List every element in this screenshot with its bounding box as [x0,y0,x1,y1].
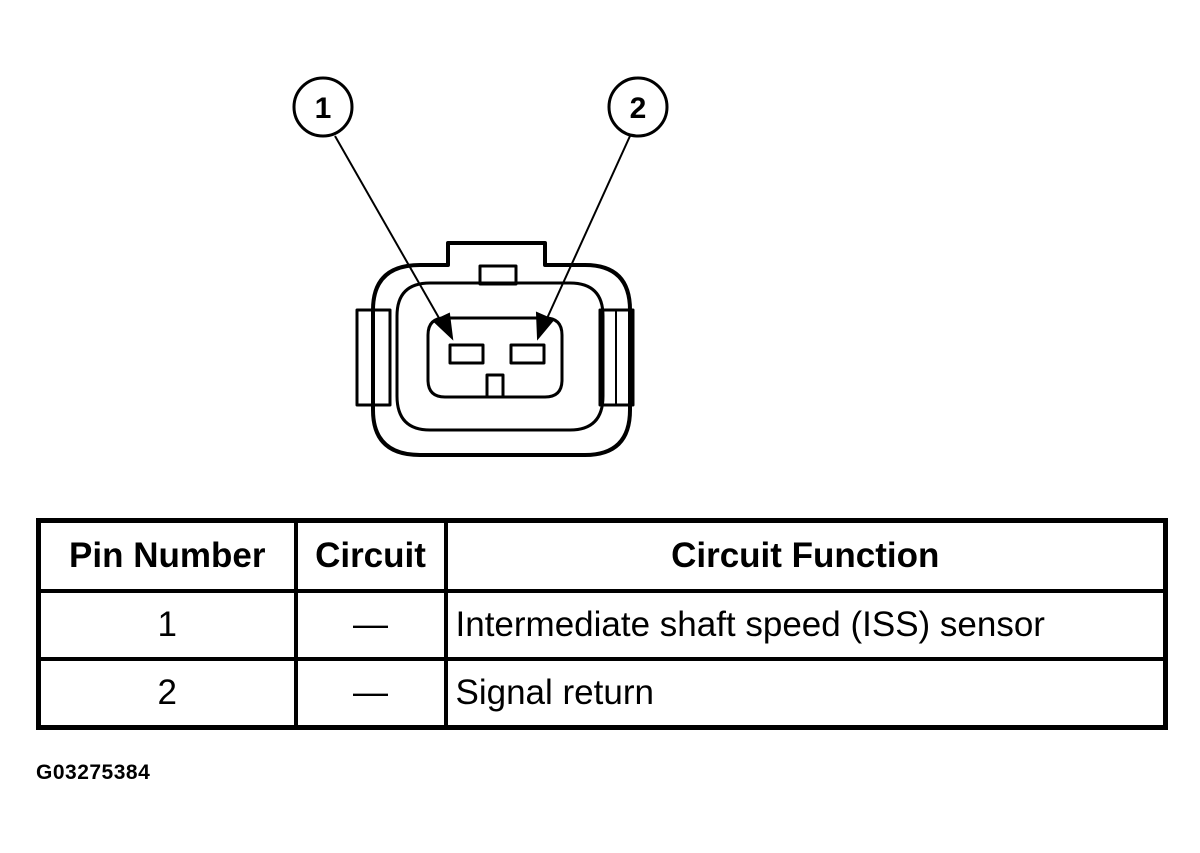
key-slot [478,264,518,286]
arrowhead-1 [432,312,454,341]
pin-cavity [426,316,564,399]
connector-housing [371,241,632,457]
connector-diagram: 1 2 [292,76,669,457]
figure-id: G03275384 [36,761,151,784]
callout-2-circle [607,76,669,138]
arrowhead-2 [535,311,555,341]
callout-1-label: 1 [315,92,332,125]
cell-pin: 1 [36,589,298,661]
callout-1-circle [292,76,354,138]
leader-line-1 [334,135,444,326]
pin-2-terminal [509,343,546,365]
header-circuit-function: Circuit Function [443,518,1168,593]
cell-function: Intermediate shaft speed (ISS) sensor [443,589,1168,661]
table-row: 2 — Signal return [36,657,1168,730]
cell-circuit: — [293,589,448,661]
leader-line-2 [543,135,631,326]
pin-1-terminal [448,343,485,365]
cell-circuit: — [293,657,448,730]
pin-table: Pin Number Circuit Circuit Function 1 — … [36,518,1168,730]
callout-2-label: 2 [630,92,647,125]
table-row: 1 — Intermediate shaft speed (ISS) senso… [36,589,1168,661]
cell-function: Signal return [443,657,1168,730]
header-pin-number: Pin Number [36,518,298,593]
header-circuit: Circuit [293,518,448,593]
bottom-notch [485,373,505,397]
connector-inner-shell [395,281,605,432]
cell-pin: 2 [36,657,298,730]
table-header-row: Pin Number Circuit Circuit Function [36,518,1168,593]
